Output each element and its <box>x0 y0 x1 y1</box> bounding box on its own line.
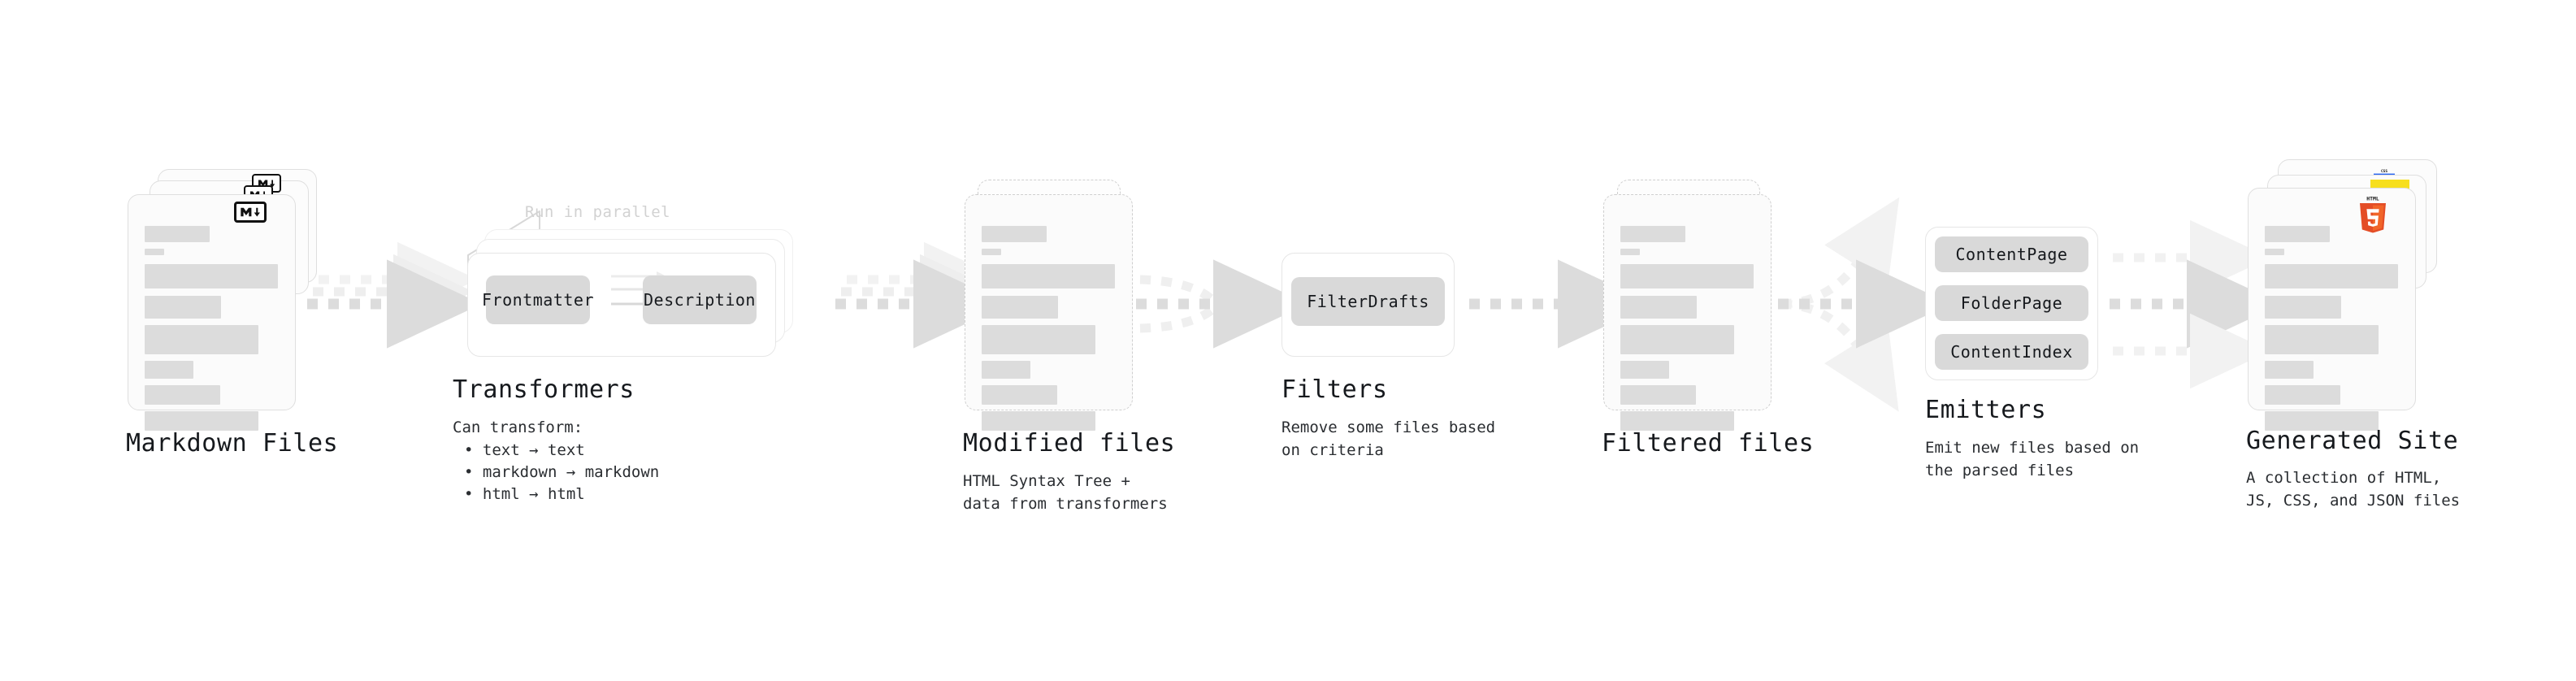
skeleton-line <box>2265 361 2314 379</box>
skeleton-line <box>145 249 164 255</box>
markdown-badge <box>234 202 267 223</box>
skeleton-line <box>982 325 1095 354</box>
skeleton-line <box>2265 226 2330 242</box>
svg-text:CSS: CSS <box>2381 169 2387 174</box>
skeleton-line <box>145 385 220 405</box>
emitters-title: Emitters <box>1925 396 2047 424</box>
transformers-title-label: Transformers <box>453 375 635 404</box>
skeleton-line <box>1620 361 1669 379</box>
filtered-card-front <box>1603 194 1772 431</box>
modified-files-desc-2: data from transformers <box>963 495 1168 513</box>
filtered-files-title: Filtered files <box>1602 429 1815 458</box>
skeleton-line <box>1620 249 1640 255</box>
skeleton-line <box>982 249 1001 255</box>
transformer-pill-frontmatter[interactable]: Frontmatter <box>482 275 593 324</box>
transformers-desc-item-0: • text → text <box>464 441 585 459</box>
filters-desc-2: on criteria <box>1281 441 1384 459</box>
connector-modified-to-filters <box>1136 259 1308 349</box>
transformers-desc-item-2: • html → html <box>464 485 585 503</box>
svg-text:HTML: HTML <box>2366 196 2379 202</box>
skeleton-line <box>1620 325 1734 354</box>
skeleton-line <box>2265 411 2379 431</box>
connector-emitters-to-site <box>2110 219 2282 389</box>
emitter-pill-contentindex[interactable]: ContentIndex <box>1935 334 2088 370</box>
modified-card-front <box>965 194 1133 431</box>
skeleton-line <box>145 264 278 288</box>
skeleton-line <box>982 385 1057 405</box>
emitters-desc-1: Emit new files based on <box>1925 439 2140 457</box>
skeleton-line <box>145 325 258 354</box>
emitter-pill-contentpage[interactable]: ContentPage <box>1935 236 2088 272</box>
transformers-desc-item-1: • markdown → markdown <box>464 463 660 481</box>
site-card-front <box>2248 188 2416 431</box>
skeleton-line <box>145 361 193 379</box>
transformers-desc-head: Can transform: <box>453 419 583 436</box>
markdown-files-title: Markdown Files <box>126 429 339 458</box>
skeleton-line <box>2265 385 2340 405</box>
modified-files-title: Modified files <box>963 429 1176 458</box>
connector-filtered-to-emitters <box>1778 197 1951 412</box>
modified-files-desc-1: HTML Syntax Tree + <box>963 472 1130 490</box>
skeleton-line <box>982 296 1058 319</box>
skeleton-line <box>2265 249 2284 255</box>
generated-site-desc-2: JS, CSS, and JSON files <box>2246 492 2461 510</box>
skeleton-line <box>982 361 1030 379</box>
skeleton-line <box>145 226 210 242</box>
skeleton-line <box>145 411 258 431</box>
connector-transformers-to-modified <box>835 241 1008 349</box>
skeleton-line <box>982 264 1115 288</box>
generated-site-desc-1: A collection of HTML, <box>2246 469 2442 487</box>
skeleton-line <box>1620 411 1734 431</box>
skeleton-line <box>982 226 1047 242</box>
skeleton-line <box>1620 385 1696 405</box>
skeleton-line <box>2265 325 2379 354</box>
css3-badge: CSS <box>2370 165 2398 176</box>
skeleton-line <box>145 296 221 319</box>
filters-title: Filters <box>1281 375 1388 404</box>
emitters-desc-2: the parsed files <box>1925 462 2075 479</box>
connector-md-to-transformers <box>307 241 482 349</box>
filters-desc-1: Remove some files based <box>1281 419 1496 436</box>
html5-badge: HTML <box>2356 193 2390 233</box>
skeleton-line <box>1620 296 1697 319</box>
transformer-pill-description[interactable]: Description <box>643 275 757 324</box>
emitter-pill-folderpage[interactable]: FolderPage <box>1935 285 2088 321</box>
skeleton-line <box>1620 264 1754 288</box>
run-in-parallel-label: Run in parallel <box>525 203 671 221</box>
skeleton-line <box>982 411 1095 431</box>
generated-site-title: Generated Site <box>2246 427 2459 455</box>
skeleton-line <box>2265 296 2341 319</box>
skeleton-line <box>2265 264 2398 288</box>
markdown-card-front <box>128 194 296 431</box>
skeleton-line <box>1620 226 1685 242</box>
filter-pill-filterdrafts[interactable]: FilterDrafts <box>1291 277 1445 326</box>
